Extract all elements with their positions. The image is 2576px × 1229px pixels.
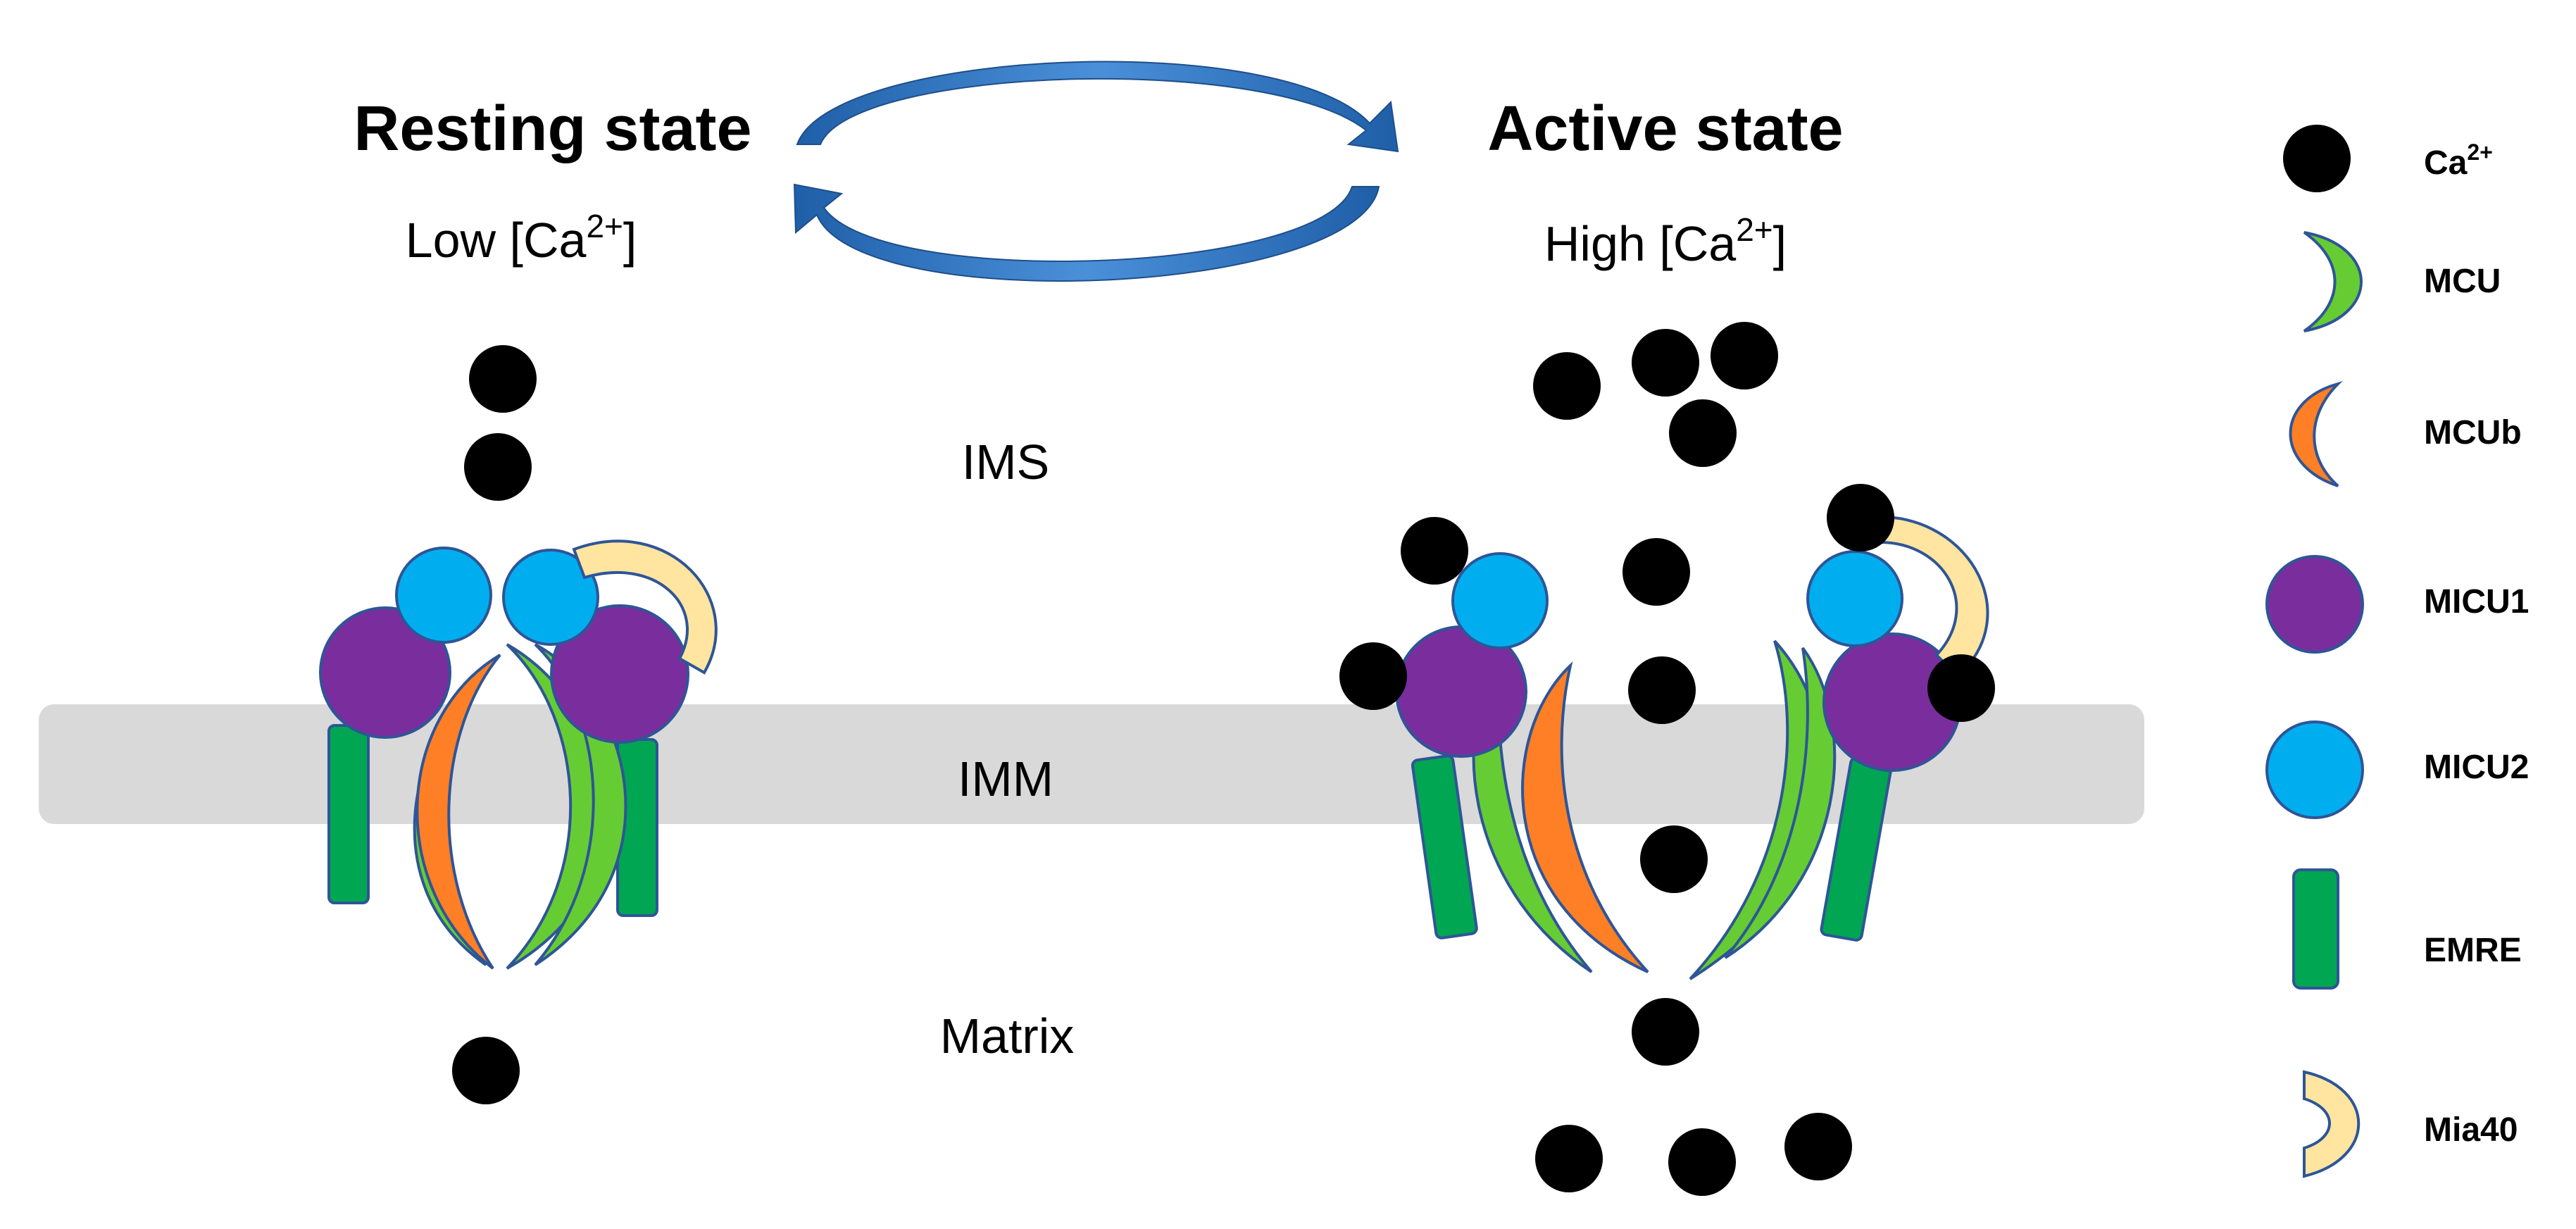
calcium-ion xyxy=(1640,825,1708,893)
micu1-shape xyxy=(319,606,451,739)
calcium-ion xyxy=(1784,1113,1852,1180)
resting-calcium xyxy=(452,345,537,1104)
micu2-shape xyxy=(1451,552,1549,649)
calcium-ion xyxy=(1401,517,1468,585)
calcium-ion xyxy=(1628,656,1696,724)
calcium-ion xyxy=(452,1037,520,1104)
imm-label: IMM xyxy=(958,751,1053,806)
cycle-arrow-top xyxy=(796,61,1399,153)
calcium-ion xyxy=(1669,399,1737,467)
legend-mcu-label: MCU xyxy=(2424,263,2501,300)
calcium-ion xyxy=(464,433,532,501)
legend-micu1-label: MICU1 xyxy=(2424,583,2529,620)
calcium-ion xyxy=(469,345,537,413)
legend: Ca2+ MCU MCUb MICU1 MICU2 EMRE Mia40 xyxy=(2265,125,2529,1178)
calcium-ion xyxy=(1827,484,1894,551)
legend-mia40-swatch xyxy=(2303,1070,2361,1178)
legend-ca-label: Ca2+ xyxy=(2424,139,2493,182)
cycle-arrow-bottom xyxy=(793,183,1380,282)
mcub-shape xyxy=(1521,661,1649,973)
resting-complex xyxy=(319,539,718,970)
legend-micu1-swatch xyxy=(2265,555,2364,654)
state-cycle-arrows xyxy=(793,61,1399,282)
calcium-ion xyxy=(1632,998,1699,1066)
legend-mcu-swatch xyxy=(2303,231,2363,332)
legend-mia40-label: Mia40 xyxy=(2424,1111,2518,1149)
ims-label: IMS xyxy=(962,435,1049,489)
micu1-shape xyxy=(550,604,689,744)
calcium-ion xyxy=(1622,538,1690,606)
active-concentration-label: High [Ca2+] xyxy=(1544,211,1787,271)
active-calcium xyxy=(1339,322,1995,1196)
calcium-ion xyxy=(1711,322,1778,389)
resting-state-title: Resting state xyxy=(354,94,751,164)
matrix-label: Matrix xyxy=(940,1009,1075,1063)
legend-micu2-label: MICU2 xyxy=(2424,749,2529,786)
micu2-shape xyxy=(1806,550,1903,647)
emre-shape xyxy=(327,724,370,904)
active-complex xyxy=(1395,515,1989,980)
micu2-shape xyxy=(395,547,492,644)
calcium-ion xyxy=(1927,654,1995,722)
active-state-title: Active state xyxy=(1487,94,1843,164)
calcium-ion xyxy=(1535,1125,1603,1192)
legend-emre-swatch xyxy=(2292,868,2339,990)
legend-mcub-label: MCUb xyxy=(2424,414,2522,451)
calcium-ion xyxy=(1632,329,1699,397)
calcium-ion xyxy=(1533,352,1601,420)
resting-concentration-label: Low [Ca2+] xyxy=(406,208,637,268)
calcium-ion xyxy=(1339,642,1407,710)
mcub-shape xyxy=(415,654,501,970)
legend-micu2-swatch xyxy=(2265,720,2364,819)
mia40-shape xyxy=(572,539,718,675)
legend-mcub-swatch xyxy=(2289,381,2343,487)
micu2-shape xyxy=(502,549,599,646)
calcium-ion xyxy=(1668,1128,1736,1196)
emre-shape xyxy=(1411,754,1478,940)
legend-ca-swatch xyxy=(2283,125,2351,192)
legend-emre-label: EMRE xyxy=(2424,932,2522,969)
